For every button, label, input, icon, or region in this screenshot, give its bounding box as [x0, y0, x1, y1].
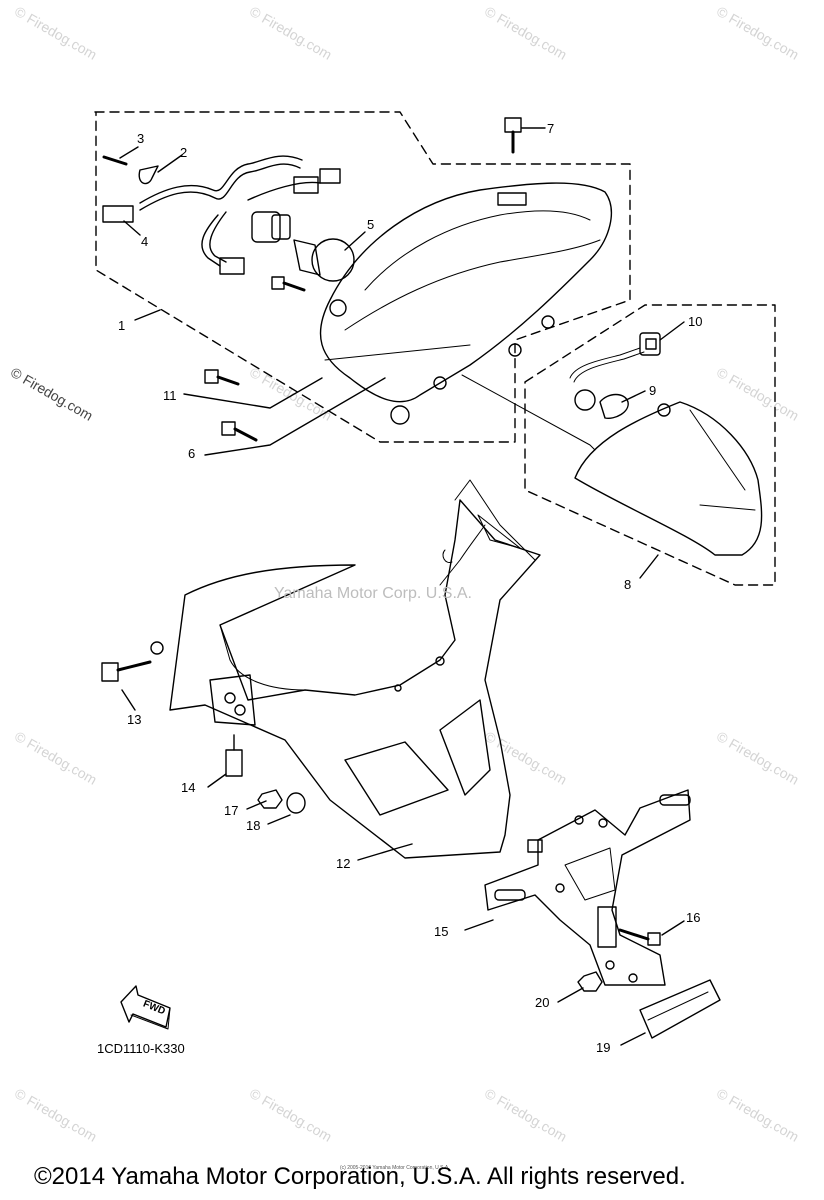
cover-panel: [439, 699, 491, 796]
leader-19: [620, 1032, 646, 1046]
callout-11: 11: [163, 388, 177, 403]
leader-16: [661, 920, 685, 936]
bolt-13: [101, 660, 152, 682]
mount-hole: [394, 684, 402, 692]
callout-14: 14: [181, 780, 195, 795]
callout-13: 13: [127, 712, 141, 727]
leader-13: [121, 689, 136, 711]
callout-18: 18: [246, 818, 260, 833]
mount-hole: [329, 299, 347, 317]
leader-8: [639, 554, 659, 579]
screw-3: [102, 155, 128, 166]
copyright-notice: ©2014 Yamaha Motor Corporation, U.S.A. A…: [34, 1163, 686, 1190]
callout-9: 9: [649, 383, 656, 398]
callout-12: 12: [336, 856, 350, 871]
connector-4: [102, 205, 134, 223]
screw: [271, 276, 306, 292]
screw-11: [204, 369, 240, 386]
bulb-5: [311, 238, 355, 282]
leader-20: [557, 987, 584, 1003]
group-outline-reflector: [524, 304, 776, 586]
mount-hole: [433, 376, 447, 390]
callout-4: 4: [141, 234, 148, 249]
mount-hole: [508, 343, 522, 357]
cover-panel: [209, 674, 256, 726]
connector: [319, 168, 341, 184]
leader-15: [464, 919, 494, 931]
callout-8: 8: [624, 577, 631, 592]
reflector-19: [639, 979, 721, 1039]
clamp-2: [138, 165, 159, 185]
taillight-housing-1: [319, 182, 612, 425]
mount-hole: [435, 656, 445, 666]
leader-10: [659, 321, 685, 341]
leader-1: [134, 309, 161, 321]
nut-17: [257, 789, 283, 809]
callout-16: 16: [686, 910, 700, 925]
leader-14: [207, 773, 227, 788]
cover-panel: [344, 741, 449, 816]
mount-hole: [150, 641, 164, 655]
nut-20: [577, 971, 603, 992]
fwd-arrow-icon: [120, 985, 171, 1030]
callout-19: 19: [596, 1040, 610, 1055]
connector: [293, 176, 319, 194]
callout-7: 7: [547, 121, 554, 136]
mount-hole: [390, 405, 410, 425]
license-bracket-15: [484, 789, 691, 986]
screw-16: [618, 928, 661, 946]
connector: [219, 257, 245, 275]
leader-5: [344, 231, 366, 251]
leader-9: [621, 390, 646, 403]
connector-10: [639, 332, 661, 356]
mount-tab: [497, 192, 527, 206]
leader-lens-axis: [461, 374, 596, 451]
callout-6: 6: [188, 446, 195, 461]
collar-18: [286, 792, 306, 814]
leader-12: [357, 843, 413, 861]
callout-20: 20: [535, 995, 549, 1010]
callout-2: 2: [180, 145, 187, 160]
screw-6: [221, 421, 258, 442]
mount-hole: [541, 315, 555, 329]
diagram-code: 1CD1110-K330: [97, 1041, 185, 1056]
callout-15: 15: [434, 924, 448, 939]
reflector-8: [574, 401, 763, 556]
callout-10: 10: [688, 314, 702, 329]
bulb-9: [569, 347, 645, 419]
leader-18: [267, 814, 291, 825]
fwd-label: FWD: [141, 999, 166, 1018]
clip-14: [225, 734, 243, 777]
callout-17: 17: [224, 803, 238, 818]
bolt: [527, 839, 543, 853]
tiny-copyright: (c) 2005-2016 Yamaha Motor Corporation, …: [340, 1165, 450, 1171]
bulb-socket: [251, 211, 355, 282]
leader-6: [204, 377, 386, 456]
rear-cover-12: [150, 479, 541, 859]
leader-4: [123, 220, 141, 236]
callout-5: 5: [367, 217, 374, 232]
callout-1: 1: [118, 318, 125, 333]
group-outline-taillight: [94, 111, 631, 443]
leader-2: [157, 154, 183, 173]
screw-7: [504, 117, 522, 154]
mount-post: [657, 403, 671, 417]
leader-3: [119, 146, 139, 159]
wiring-harness: [102, 155, 341, 275]
center-watermark: Yamaha Motor Corp. U.S.A.: [274, 585, 472, 602]
leader-11: [183, 377, 323, 409]
callout-3: 3: [137, 131, 144, 146]
leader-17: [246, 800, 267, 810]
